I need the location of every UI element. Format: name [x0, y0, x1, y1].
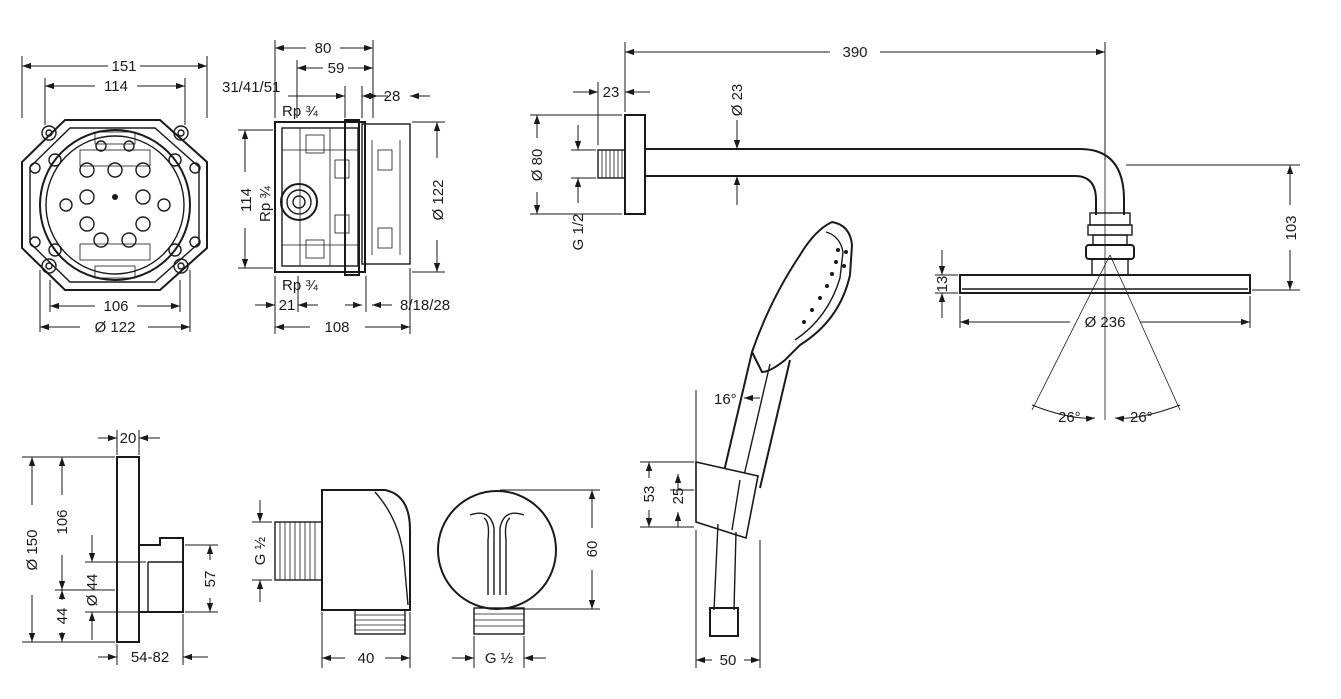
dim-28: 28	[384, 88, 401, 105]
dim-diameter-236: Ø 236	[1085, 314, 1126, 331]
wall-outlet-front-view: 60 G ½	[437, 489, 601, 668]
dim-106: 106	[103, 298, 128, 315]
dim-106-vertical: 106	[54, 509, 71, 534]
dim-23: 23	[603, 84, 620, 101]
dim-54-82: 54-82	[131, 649, 169, 666]
angle-16: 16°	[714, 391, 737, 408]
thread-g-half-front: G ½	[485, 650, 514, 667]
dim-108: 108	[324, 319, 349, 336]
dim-diameter-122-vertical: Ø 122	[430, 180, 447, 221]
label-rp-mid: Rp ¾	[257, 186, 274, 222]
dim-50: 50	[720, 652, 737, 669]
thread-g-half-side: G ½	[252, 536, 269, 565]
angle-26-right: 26°	[1130, 409, 1153, 426]
dim-8-18-28: 8/18/28	[400, 297, 450, 314]
dim-390: 390	[842, 44, 867, 61]
dim-25: 25	[670, 488, 687, 505]
dim-31-41-51: 31/41/51	[222, 79, 280, 96]
dim-13: 13	[934, 276, 951, 293]
dim-44: 44	[54, 608, 71, 625]
mounting-box-front-view: 151 114 106 Ø 122	[21, 56, 208, 336]
dim-diameter-23: Ø 23	[729, 84, 746, 117]
dim-diameter-122: Ø 122	[95, 319, 136, 336]
dim-21: 21	[279, 297, 296, 314]
dim-20: 20	[120, 430, 137, 447]
shower-arm-and-head-view: 26° 26° 390 23 Ø 23 Ø 80 G 1/2 103	[529, 42, 1300, 426]
label-rp-top: Rp ¾	[282, 103, 318, 120]
handshower-view: 16° 53 25 50	[640, 220, 854, 669]
thread-g-1-2: G 1/2	[570, 214, 587, 251]
mounting-box-side-view: 80 59 31/41/51 28 Rp ¾ Rp ¾ Rp ¾ 114 Ø 1…	[222, 40, 450, 336]
dim-114: 114	[104, 78, 128, 95]
label-rp-bottom: Rp ¾	[282, 277, 318, 294]
dim-114-vertical: 114	[238, 188, 255, 212]
dim-151: 151	[111, 58, 136, 75]
dim-59: 59	[328, 60, 345, 77]
dim-diameter-80: Ø 80	[529, 149, 546, 182]
dim-103: 103	[1283, 215, 1300, 240]
dim-57: 57	[202, 571, 219, 588]
dim-53: 53	[641, 486, 658, 503]
dim-diameter-44: Ø 44	[84, 574, 101, 607]
dim-40: 40	[358, 650, 375, 667]
dim-diameter-150: Ø 150	[24, 530, 41, 571]
thermostat-side-view: 20 Ø 150 106 44 Ø 44 57 54-82	[22, 430, 219, 666]
angle-26-left: 26°	[1058, 409, 1081, 426]
dim-80: 80	[315, 40, 332, 57]
dim-60: 60	[584, 541, 601, 558]
wall-outlet-side-view: G ½ 40	[252, 489, 411, 668]
